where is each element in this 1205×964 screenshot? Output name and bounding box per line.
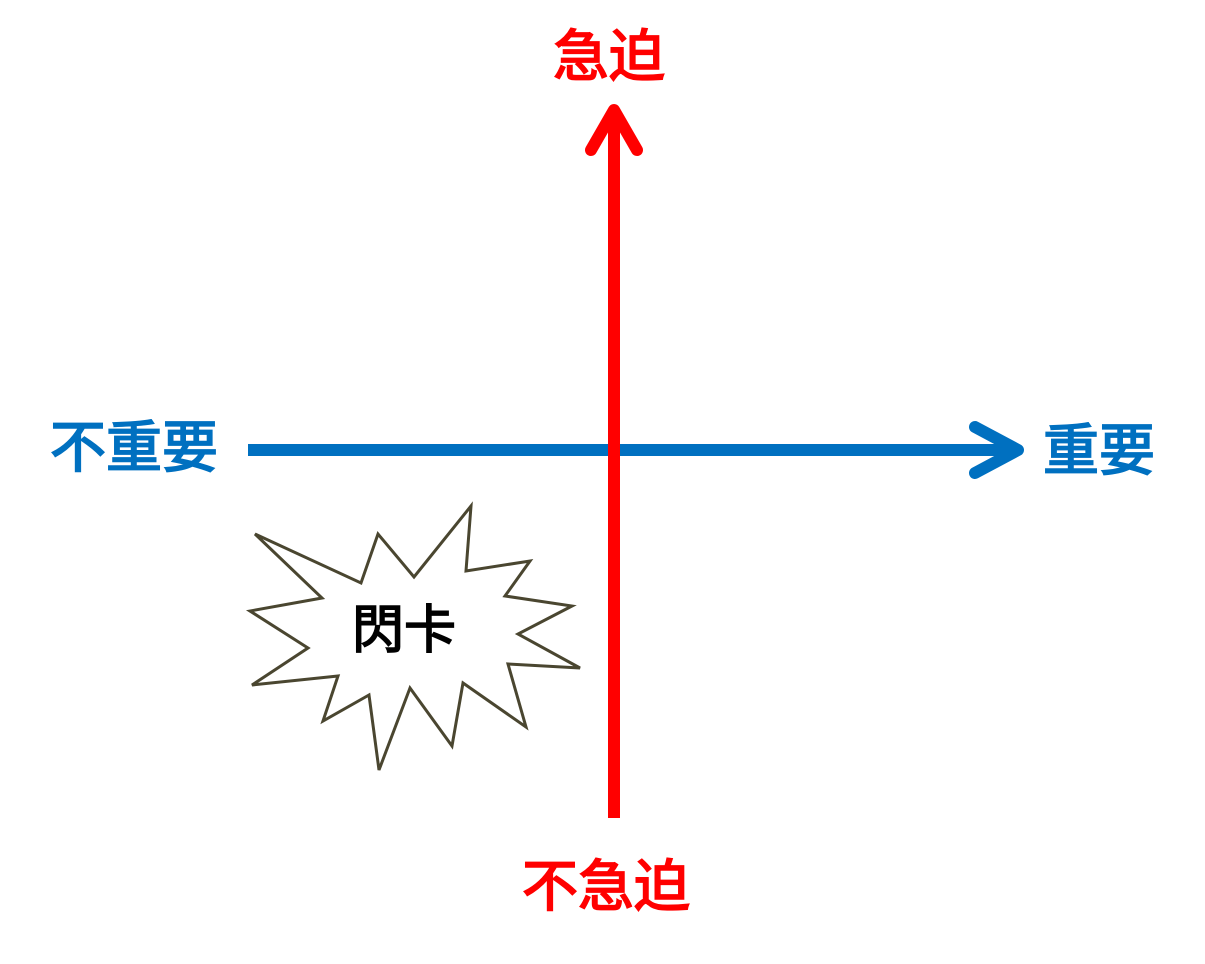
vertical-arrowhead	[585, 104, 643, 156]
label-important: 重要	[1043, 419, 1155, 484]
label-not-urgent: 不急迫	[522, 855, 690, 920]
label-not-important: 不重要	[50, 416, 218, 481]
label-flashcard: 閃卡	[352, 601, 457, 661]
horizontal-arrowhead	[969, 421, 1024, 479]
label-urgent: 急迫	[553, 25, 665, 90]
starburst-shape	[245, 501, 581, 771]
